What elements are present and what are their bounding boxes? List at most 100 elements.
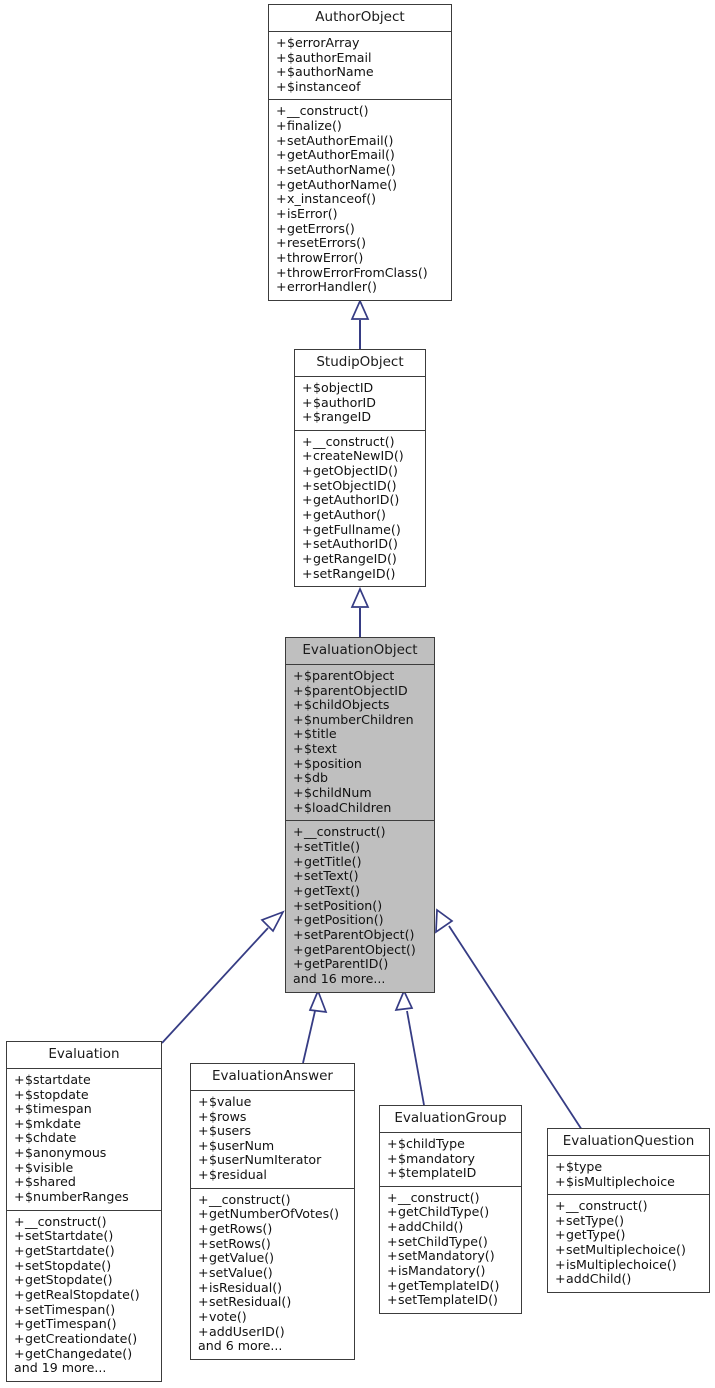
visibility-marker: + — [14, 1145, 25, 1161]
more-members-label[interactable]: and 19 more... — [14, 1360, 107, 1376]
attribute-item: +$authorName — [276, 64, 449, 80]
method-label: getCreationdate() — [25, 1331, 138, 1346]
class-box-evaluation[interactable]: Evaluation+$startdate+$stopdate+$timespa… — [6, 1041, 162, 1382]
attribute-list: +$errorArray+$authorEmail+$authorName+$i… — [269, 32, 451, 100]
section-divider — [295, 375, 425, 377]
class-box-evaluationanswer[interactable]: EvaluationAnswer+$value+$rows+$users+$us… — [190, 1063, 355, 1360]
section-divider — [191, 1089, 354, 1091]
method-label: setTimespan() — [25, 1301, 116, 1317]
more-members-label[interactable]: and 6 more... — [198, 1338, 283, 1354]
visibility-marker: + — [302, 433, 313, 449]
attribute-item: +$instanceof — [276, 78, 449, 95]
method-label: __construct() — [313, 433, 395, 449]
visibility-marker: + — [14, 1159, 25, 1175]
attribute-item: +$numberRanges — [14, 1189, 159, 1205]
visibility-marker: + — [387, 1135, 398, 1151]
method-list: + __construct()+getChildType()+addChild()… — [380, 1187, 521, 1313]
method-item: +getPosition() — [293, 913, 432, 928]
method-label: getType() — [566, 1227, 626, 1243]
method-label: setParentObject() — [304, 927, 415, 942]
method-item: +addUserID() — [198, 1324, 352, 1340]
class-box-authorobject[interactable]: AuthorObject+$errorArray+$authorEmail+$a… — [268, 4, 452, 301]
method-label: getTimespan() — [25, 1316, 117, 1332]
visibility-marker: + — [555, 1158, 566, 1174]
connector-evaluationobject-to-studipobject — [350, 586, 370, 637]
more-members-label[interactable]: and 16 more... — [293, 970, 386, 986]
method-label: getValue() — [209, 1250, 275, 1266]
attribute-label: $objectID — [313, 379, 374, 395]
method-item: +addChild() — [387, 1219, 519, 1235]
attribute-list: +$startdate+$stopdate+$timespan+$mkdate+… — [7, 1069, 161, 1210]
method-label: getStartdate() — [25, 1243, 115, 1259]
visibility-marker: + — [14, 1115, 25, 1131]
visibility-marker: + — [293, 839, 304, 855]
visibility-marker: + — [555, 1212, 566, 1228]
method-item: +setResidual() — [198, 1295, 352, 1310]
class-box-evaluationgroup[interactable]: EvaluationGroup+$childType+$mandatory+$t… — [379, 1105, 522, 1315]
section-divider — [380, 1131, 521, 1133]
visibility-marker: + — [14, 1257, 25, 1273]
method-label: setResidual() — [209, 1294, 292, 1310]
section-divider — [286, 820, 434, 822]
section-divider — [7, 1209, 161, 1211]
visibility-marker: + — [276, 118, 287, 134]
attribute-label: $db — [304, 770, 329, 786]
attribute-item: +$users — [198, 1123, 352, 1139]
attribute-label: $parentObject — [304, 667, 395, 683]
attribute-item: +$title — [293, 727, 432, 742]
visibility-marker: + — [276, 78, 287, 94]
connector-evaluationanswer-to-evaluationobject — [302, 988, 328, 1064]
class-name: Evaluation — [48, 1046, 120, 1062]
method-item: +setType() — [555, 1212, 707, 1229]
attribute-item: +$userNum — [198, 1137, 352, 1154]
class-box-evaluationquestion[interactable]: EvaluationQuestion+$type+$isMultiplechoi… — [547, 1128, 710, 1294]
method-label: isResidual() — [209, 1279, 283, 1295]
method-item: +setTimespan() — [14, 1301, 159, 1318]
visibility-marker: + — [293, 799, 304, 815]
method-item: +getRealStopdate() — [14, 1287, 159, 1303]
visibility-marker: + — [387, 1277, 398, 1293]
attribute-label: $chdate — [25, 1130, 77, 1146]
visibility-marker: + — [302, 536, 313, 552]
visibility-marker: + — [293, 667, 304, 683]
method-item: +getNumberOfVotes() — [198, 1207, 352, 1222]
attribute-list: +$objectID+$authorID+$rangeID — [295, 377, 425, 430]
attribute-label: $isMultiplechoice — [566, 1173, 675, 1189]
attribute-item: +$childType — [387, 1135, 519, 1152]
method-item: +getChildType() — [387, 1205, 519, 1220]
method-label: setChildType() — [398, 1233, 488, 1249]
method-label: getPosition() — [304, 912, 384, 928]
method-list: +__construct()+createNewID()+getObjectID… — [295, 431, 425, 587]
attribute-item: +$authorID — [302, 395, 423, 411]
method-item: +getAuthorID() — [302, 493, 423, 508]
class-name: EvaluationGroup — [394, 1110, 507, 1126]
method-label: setStopdate() — [25, 1257, 112, 1273]
method-item: +setStartdate() — [14, 1229, 159, 1244]
method-label: __construct() — [287, 103, 369, 119]
class-box-studipobject[interactable]: StudipObject+$objectID+$authorID+$rangeI… — [294, 349, 426, 588]
method-item: +addChild() — [555, 1272, 707, 1287]
method-label: __construct() — [398, 1189, 480, 1205]
method-label: setAuthorEmail() — [287, 132, 394, 148]
method-item: +getStartdate() — [14, 1243, 159, 1259]
visibility-marker: + — [198, 1137, 209, 1153]
visibility-marker: + — [276, 191, 287, 207]
attribute-item: +$rows — [198, 1109, 352, 1125]
visibility-marker: + — [276, 220, 287, 236]
attribute-item: +$objectID — [302, 379, 423, 396]
visibility-marker: + — [387, 1233, 398, 1249]
attribute-item: +$anonymous — [14, 1145, 159, 1161]
attribute-item: +$stopdate — [14, 1087, 159, 1103]
attribute-item: +$loadChildren — [293, 799, 432, 816]
visibility-marker: + — [302, 477, 313, 493]
method-item: +getChangedate() — [14, 1346, 159, 1362]
visibility-marker: + — [555, 1173, 566, 1189]
visibility-marker: + — [276, 34, 287, 50]
method-item: +getCreationdate() — [14, 1331, 159, 1347]
method-item: +isResidual() — [198, 1279, 352, 1296]
section-divider — [380, 1185, 521, 1187]
visibility-marker: + — [555, 1198, 566, 1214]
visibility-marker: + — [555, 1242, 566, 1258]
class-box-evaluationobject[interactable]: EvaluationObject+$parentObject+$parentOb… — [285, 637, 435, 993]
